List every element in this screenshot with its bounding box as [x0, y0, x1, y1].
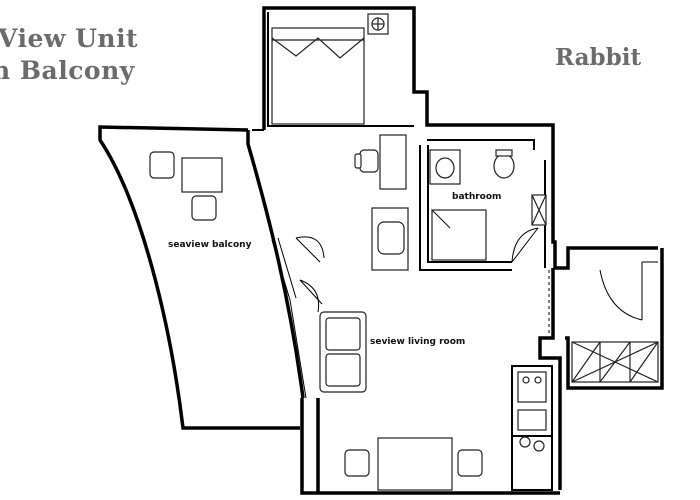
balcony-table: [181, 157, 223, 193]
desk: [379, 134, 407, 190]
bed: [271, 27, 365, 125]
unit-title-line-2: n Balcony: [0, 56, 135, 85]
room-label-balcony: seaview balcony: [168, 240, 252, 250]
chair: [359, 149, 379, 173]
room-label-living-room: seview living room: [370, 337, 466, 347]
unit-title-line-1: View Unit: [0, 24, 139, 53]
kitchen-sink: [517, 409, 547, 431]
brand-label: Rabbit: [555, 44, 642, 71]
toilet: [493, 153, 515, 179]
sink: [429, 149, 461, 185]
stove: [517, 371, 547, 403]
room-label-bathroom: bathroom: [452, 192, 502, 202]
furniture: [149, 13, 659, 491]
openings: [271, 227, 658, 399]
dining-table: [377, 437, 453, 491]
